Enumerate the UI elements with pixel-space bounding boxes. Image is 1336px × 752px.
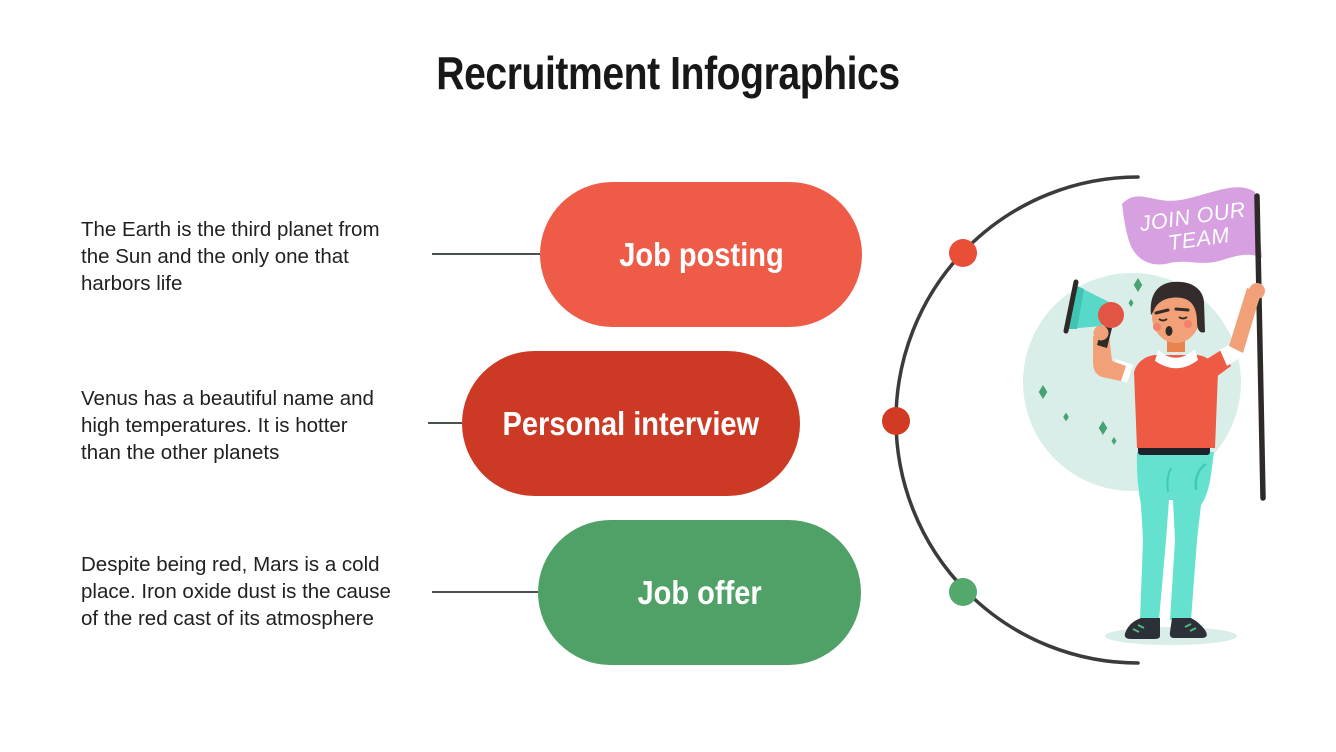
eyebrows — [1154, 307, 1190, 315]
description-line: place. Iron oxide dust is the cause — [81, 580, 391, 603]
step-description: Venus has a beautiful name and high temp… — [81, 385, 431, 466]
megaphone-mouthpiece — [1098, 302, 1124, 328]
timeline-dot-job-offer — [949, 578, 977, 606]
left-arm — [1093, 335, 1126, 381]
sparkles — [1038, 278, 1143, 445]
description-line: high temperatures. It is hotter — [81, 414, 348, 437]
person — [1063, 279, 1265, 639]
flag-pole — [1254, 193, 1266, 501]
step-description: The Earth is the third planet from the S… — [81, 216, 431, 297]
shirt — [1134, 355, 1218, 448]
right-hand — [1249, 283, 1265, 299]
connector-line — [432, 591, 538, 593]
recruiter-illustration: JOIN OUR TEAM — [1023, 187, 1266, 645]
left-shoe — [1124, 618, 1160, 639]
megaphone-rim — [1063, 279, 1079, 334]
connector-line — [432, 253, 540, 255]
right-shoe — [1169, 618, 1207, 638]
step-pill-personal-interview: Personal interview — [462, 351, 800, 496]
step-pill-label: Personal interview — [502, 404, 760, 442]
megaphone-icon — [1063, 279, 1124, 348]
hair — [1150, 281, 1205, 333]
right-forearm — [1229, 288, 1261, 353]
pants — [1136, 452, 1214, 620]
description-line: Venus has a beautiful name and — [81, 387, 374, 410]
step-pill-job-posting: Job posting — [540, 182, 862, 327]
eyes — [1158, 316, 1188, 322]
step-pill-label: Job posting — [618, 235, 784, 273]
mouth — [1165, 326, 1173, 336]
flag: JOIN OUR TEAM — [1122, 187, 1266, 501]
timeline-dot-personal-interview — [882, 407, 910, 435]
step-pill-label: Job offer — [637, 573, 762, 611]
step-description: Despite being red, Mars is a cold place.… — [81, 551, 431, 632]
flag-banner — [1122, 187, 1262, 265]
step-pill-job-offer: Job offer — [538, 520, 861, 665]
description-line: the Sun and the only one that — [81, 245, 349, 268]
description-line: Despite being red, Mars is a cold — [81, 553, 380, 576]
description-line: harbors life — [81, 272, 183, 295]
description-line: The Earth is the third planet from — [81, 218, 380, 241]
page-title: Recruitment Infographics — [436, 47, 900, 99]
cheek — [1184, 320, 1192, 328]
cheek — [1153, 323, 1161, 331]
timeline-dot-job-posting — [949, 239, 977, 267]
face — [1152, 289, 1200, 343]
description-line: of the red cast of its atmosphere — [81, 607, 374, 630]
connector-line — [428, 422, 462, 424]
left-hand — [1093, 325, 1109, 341]
pocket-line — [1194, 462, 1207, 491]
description-line: than the other planets — [81, 441, 280, 464]
collar — [1155, 349, 1198, 369]
